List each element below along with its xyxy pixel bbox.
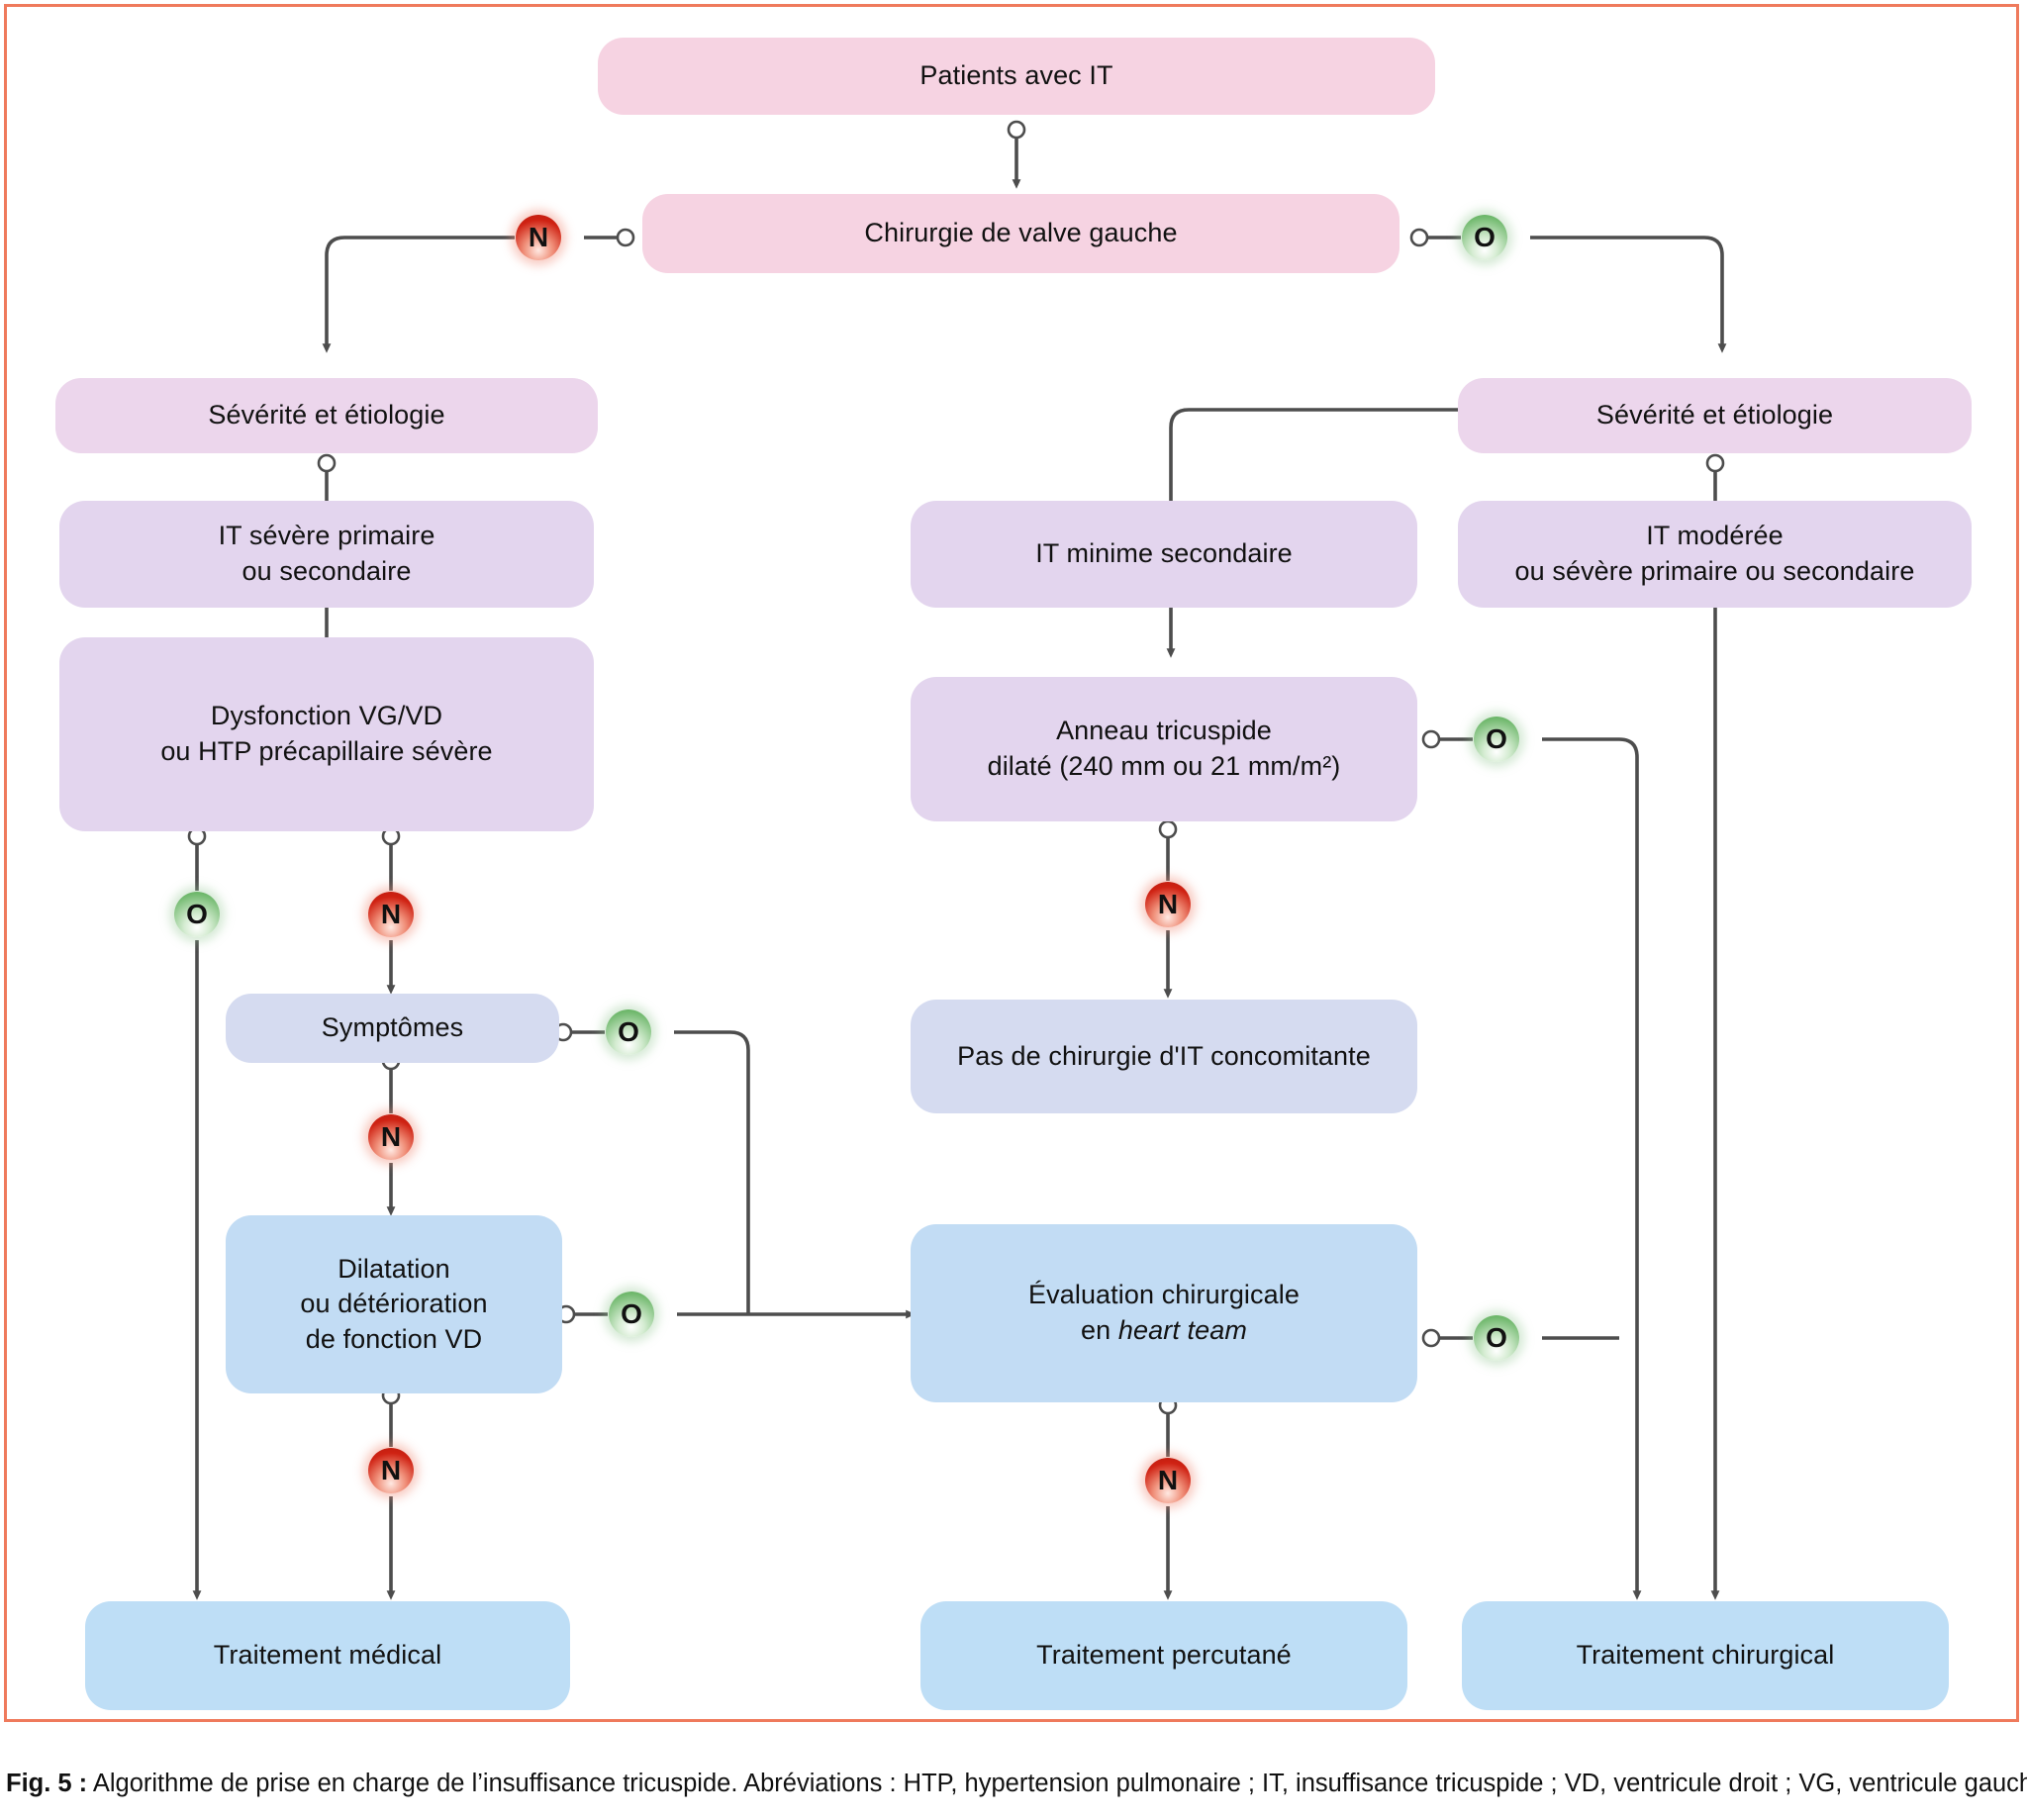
node-line: Évaluation chirurgicale (1028, 1280, 1300, 1310)
badge-no-evaluation[interactable]: N (1145, 1458, 1191, 1503)
node-traitement-chirurgical[interactable]: Traitement chirurgical (1462, 1601, 1949, 1710)
badge-no-anneau[interactable]: N (1145, 882, 1191, 927)
node-severite-etiologie-left[interactable]: Sévérité et étiologie (55, 378, 598, 453)
node-patients-avec-it[interactable]: Patients avec IT (598, 38, 1435, 115)
badge-no-left-surgery[interactable]: N (516, 215, 561, 260)
node-pas-de-chirurgie[interactable]: Pas de chirurgie d'IT concomitante (911, 1000, 1417, 1113)
node-line: ou sévère primaire ou secondaire (1514, 556, 1915, 586)
node-it-moderee[interactable]: IT modérée ou sévère primaire ou seconda… (1458, 501, 1972, 608)
node-line: de fonction VD (305, 1323, 483, 1354)
badge-yes-evaluation[interactable]: O (1474, 1315, 1519, 1361)
node-anneau-tricuspide[interactable]: Anneau tricuspide dilaté (240 mm ou 21 m… (911, 677, 1417, 821)
node-line: Anneau tricuspide (1056, 716, 1272, 746)
node-line: IT sévère primaire (218, 521, 435, 551)
node-evaluation-heart-team[interactable]: Évaluation chirurgicale en heart team (911, 1224, 1417, 1402)
node-symptomes[interactable]: Symptômes (226, 994, 559, 1063)
badge-yes-anneau[interactable]: O (1474, 717, 1519, 762)
node-it-severe-primaire[interactable]: IT sévère primaire ou secondaire (59, 501, 594, 608)
node-line: dilaté (240 mm ou 21 mm/m²) (987, 751, 1341, 781)
node-line: IT modérée (1646, 521, 1784, 551)
node-line-italic: en heart team (1028, 1313, 1300, 1349)
node-line: ou détérioration (300, 1289, 488, 1319)
figure-caption: Fig. 5 : Algorithme de prise en charge d… (6, 1770, 2027, 1798)
node-line: ou secondaire (241, 556, 412, 586)
figure-frame (4, 4, 2019, 1722)
node-line: Dysfonction VG/VD (210, 701, 443, 731)
node-line: Dilatation (338, 1253, 450, 1284)
node-severite-etiologie-right[interactable]: Sévérité et étiologie (1458, 378, 1972, 453)
figure-caption-label: Fig. 5 : (6, 1770, 88, 1797)
node-line: ou HTP précapillaire sévère (160, 736, 493, 766)
evaluation-italic: heart team (1117, 1315, 1247, 1345)
badge-yes-symptomes[interactable]: O (606, 1009, 651, 1055)
node-chirurgie-valve-gauche[interactable]: Chirurgie de valve gauche (642, 194, 1400, 273)
figure-caption-text: Algorithme de prise en charge de l’insuf… (87, 1770, 2027, 1797)
node-traitement-medical[interactable]: Traitement médical (85, 1601, 570, 1710)
badge-no-symptomes[interactable]: N (368, 1114, 414, 1160)
node-dilatation-fonction-vd[interactable]: Dilatation ou détérioration de fonction … (226, 1215, 562, 1393)
badge-no-dilatation[interactable]: N (368, 1448, 414, 1493)
evaluation-prefix: en (1081, 1315, 1118, 1345)
badge-yes-left-surgery[interactable]: O (1462, 215, 1507, 260)
badge-no-dysfunction[interactable]: N (368, 892, 414, 937)
badge-yes-dysfunction[interactable]: O (174, 892, 220, 937)
node-traitement-percutane[interactable]: Traitement percutané (920, 1601, 1407, 1710)
node-it-minime-secondaire[interactable]: IT minime secondaire (911, 501, 1417, 608)
node-dysfonction-vg-vd[interactable]: Dysfonction VG/VD ou HTP précapillaire s… (59, 637, 594, 831)
badge-yes-dilatation[interactable]: O (609, 1292, 654, 1337)
